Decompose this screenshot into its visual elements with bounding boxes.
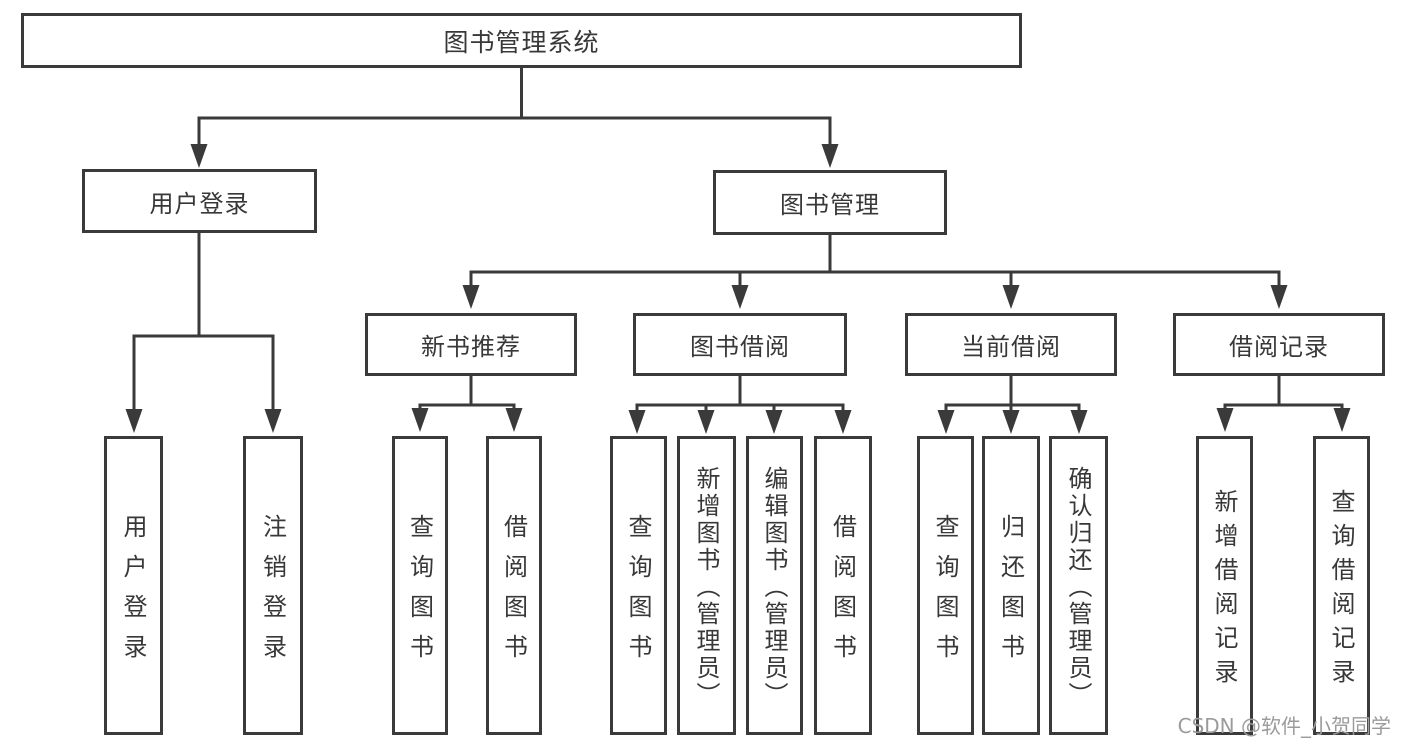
leaf-borrow-books-borrowing: 借阅图书 xyxy=(814,436,872,735)
node-label: 用户登录 xyxy=(149,189,250,218)
leaf-add-borrow-record: 新增借阅记录 xyxy=(1196,436,1253,735)
leaf-label: 查询图书 xyxy=(931,513,959,674)
leaf-user-login: 用户登录 xyxy=(104,436,163,735)
leaf-label: 确认归还（管理员） xyxy=(1064,466,1092,709)
node-book-borrowing: 图书借阅 xyxy=(633,313,847,376)
node-borrowing-records: 借阅记录 xyxy=(1173,313,1385,376)
node-library-management-system: 图书管理系统 xyxy=(21,13,1022,68)
leaf-label: 借阅图书 xyxy=(499,513,528,674)
leaf-label: 编辑图书（管理员） xyxy=(760,466,788,709)
leaf-label: 查询图书 xyxy=(405,513,434,674)
node-label: 图书管理 xyxy=(780,191,880,219)
leaf-confirm-return-admin: 确认归还（管理员） xyxy=(1049,436,1108,735)
node-label: 借阅记录 xyxy=(1229,333,1329,361)
leaf-query-books-recommend: 查询图书 xyxy=(392,436,448,735)
leaf-return-books: 归还图书 xyxy=(982,436,1040,735)
leaf-label: 查询借阅记录 xyxy=(1327,488,1355,693)
node-new-book-recommendation: 新书推荐 xyxy=(365,313,577,376)
leaf-query-books-current: 查询图书 xyxy=(917,436,974,735)
leaf-label: 归还图书 xyxy=(996,513,1025,674)
leaf-label: 用户登录 xyxy=(119,513,147,674)
node-label: 图书借阅 xyxy=(690,333,790,361)
arrowheads xyxy=(125,144,1351,434)
leaf-borrow-books-recommend: 借阅图书 xyxy=(486,436,542,735)
node-label: 图书管理系统 xyxy=(443,27,600,57)
leaf-label: 注销登录 xyxy=(258,513,287,674)
node-current-borrowing: 当前借阅 xyxy=(905,313,1117,376)
node-book-management: 图书管理 xyxy=(713,170,947,235)
csdn-watermark: CSDN @软件_小贺同学 xyxy=(1177,714,1391,738)
node-label: 当前借阅 xyxy=(961,333,1061,361)
leaf-label: 借阅图书 xyxy=(828,513,857,674)
leaf-query-borrow-record: 查询借阅记录 xyxy=(1313,436,1370,735)
node-user-login: 用户登录 xyxy=(82,169,317,233)
leaf-label: 查询图书 xyxy=(624,513,652,674)
node-label: 新书推荐 xyxy=(421,333,521,361)
leaf-edit-books-admin: 编辑图书（管理员） xyxy=(746,436,803,735)
leaf-label: 新增图书（管理员） xyxy=(692,466,720,709)
leaf-query-books-borrowing: 查询图书 xyxy=(610,436,667,735)
leaf-label: 新增借阅记录 xyxy=(1210,488,1238,693)
leaf-logout: 注销登录 xyxy=(243,436,303,735)
leaf-add-books-admin: 新增图书（管理员） xyxy=(677,436,736,735)
